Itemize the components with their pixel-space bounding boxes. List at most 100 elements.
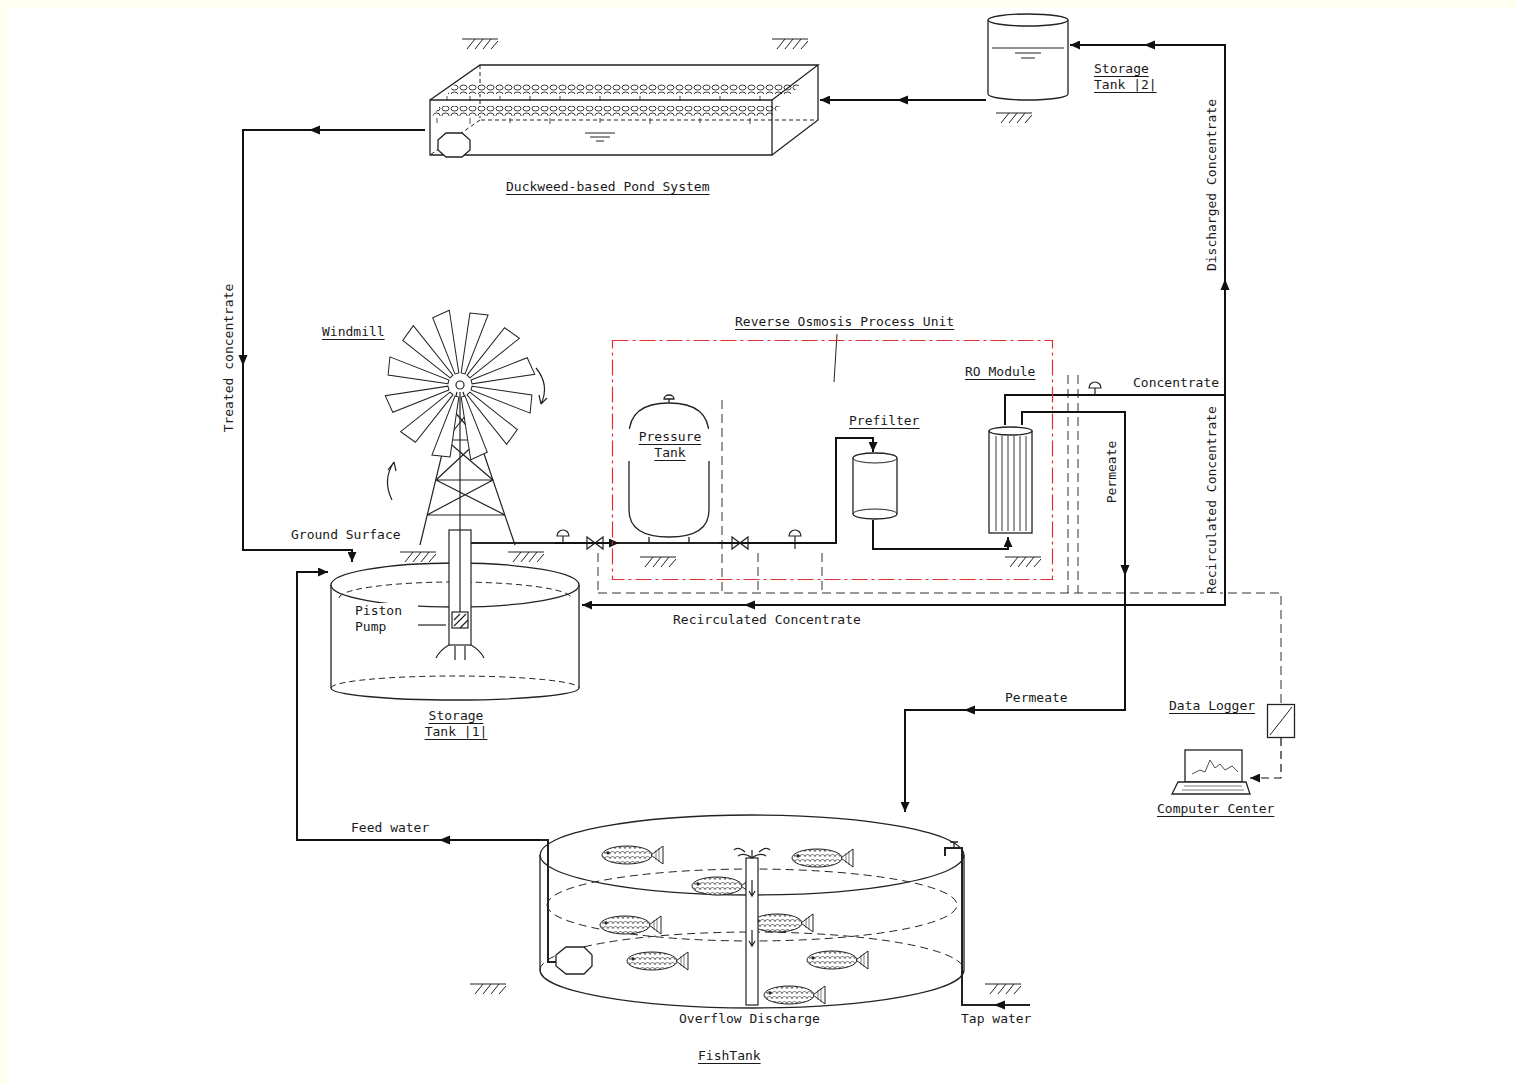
tank-name: FishTank	[697, 1048, 762, 1064]
overflow-pipe	[749, 880, 755, 946]
ground-symbol	[470, 984, 506, 994]
piston-pump-drawing	[471, 542, 555, 544]
tank-name: Storage Tank |1|	[419, 708, 493, 740]
storage-tank-drawing	[992, 48, 1064, 58]
capsule-outline	[619, 395, 719, 548]
tap-water-pipe	[945, 842, 1030, 1005]
overflow-pipe	[734, 848, 770, 1005]
ground-symbol	[985, 984, 1021, 994]
unit-heading: Reverse Osmosis Process Unit	[734, 314, 955, 330]
pipe-fitting	[557, 382, 1101, 549]
flow-pipe	[873, 520, 1008, 549]
outline-part	[989, 431, 1032, 533]
pipe-fitting	[1089, 382, 1101, 395]
flow-pipe	[820, 99, 986, 101]
piston-pump-drawing	[454, 614, 468, 628]
piston-pump-drawing	[452, 612, 468, 628]
storage-tank-drawing	[988, 14, 1068, 100]
prefilter-name: Prefilter	[848, 413, 920, 429]
computer-name: Computer Center	[1156, 801, 1275, 817]
data-logger: Data Logger	[1267, 704, 1295, 738]
fish	[807, 951, 868, 969]
outline-part	[649, 537, 689, 544]
flow-label: Permeate	[1004, 690, 1069, 706]
ground-label: Ground Surface	[290, 527, 402, 543]
sensor-signal-line	[598, 593, 1281, 704]
outline-part	[664, 395, 674, 403]
pond-drawing	[430, 65, 818, 155]
logger-name: Data Logger	[1168, 698, 1256, 714]
outline-part	[1172, 782, 1250, 794]
module-name: RO Module	[964, 364, 1036, 380]
fish	[752, 914, 813, 932]
flow-pipe	[582, 395, 1225, 605]
piston-pump-drawing	[418, 624, 446, 625]
duckweed-pond: Duckweed-based Pond System	[425, 62, 820, 160]
pond-drawing	[430, 65, 818, 157]
ground-symbol	[508, 552, 544, 562]
fish	[600, 916, 661, 934]
fish-tank-drawing	[540, 855, 964, 1008]
ground-symbol	[400, 552, 436, 562]
leader-line	[834, 334, 837, 382]
computer-center: Computer Center	[1150, 748, 1250, 798]
pond-drawing	[438, 133, 470, 157]
windmill-drawing	[385, 310, 547, 545]
outline-part	[989, 427, 1032, 435]
outline-part	[1182, 786, 1244, 790]
pipe-fitting	[789, 530, 801, 549]
flow-label: Recirculated Concentrate	[672, 612, 862, 628]
prefilter: Prefilter	[850, 452, 900, 520]
outline-part	[1268, 705, 1295, 738]
flow-pipe	[905, 412, 1125, 812]
outline-part	[996, 436, 1026, 531]
piston-pump-drawing	[418, 392, 555, 660]
flow-label: Permeate	[1104, 440, 1120, 505]
pump-label: Piston Pump	[354, 603, 418, 635]
fish	[602, 846, 663, 864]
pond-drawing	[430, 65, 818, 155]
ground-symbol	[772, 39, 808, 49]
windmill-drawing	[387, 462, 396, 500]
outline-part	[1270, 707, 1292, 735]
outline-part	[613, 341, 1053, 580]
tap-water-pipe	[950, 842, 958, 848]
tank-name: Storage Tank |2|	[1093, 61, 1170, 93]
ground-symbol	[640, 557, 676, 567]
pond-drawing	[585, 133, 615, 141]
outline-part	[1192, 760, 1238, 774]
outline-part	[853, 458, 897, 514]
drawing-ground	[8, 8, 1515, 1084]
flow-label: Treated concentrate	[221, 283, 237, 434]
windmill-name: Windmill	[321, 324, 386, 340]
pond-name: Duckweed-based Pond System	[505, 179, 711, 195]
logger-outline	[1267, 704, 1295, 738]
windmill-drawing	[456, 381, 464, 389]
flow-label: Recirculated Concentrate	[1204, 405, 1220, 595]
overflow-pipe	[734, 848, 770, 858]
leader-line	[834, 334, 837, 382]
pressure-tank: Pressure Tank	[619, 395, 719, 548]
fish	[764, 986, 825, 1004]
outline-part	[1185, 750, 1242, 782]
ro-module: RO Module	[986, 425, 1035, 537]
flow-label: Discharged Concentrate	[1204, 98, 1220, 272]
fish	[692, 877, 753, 895]
outline-part	[853, 453, 897, 519]
cyl-outline	[850, 452, 900, 520]
ground-symbol	[462, 39, 498, 49]
flow-arrow	[239, 41, 1230, 1010]
piston-pump-drawing	[436, 645, 484, 660]
inlet-label: Tap water	[960, 1011, 1032, 1027]
windmill-drawing	[432, 310, 466, 376]
flow-label: Feed water	[350, 820, 430, 836]
overflow-pipe	[746, 858, 758, 1005]
piston-pump-drawing	[459, 392, 460, 620]
storage-tank-drawing	[988, 14, 1068, 26]
pond-drawing	[432, 106, 780, 116]
storage-tank-drawing	[988, 20, 1068, 100]
laptop-outline	[1150, 748, 1250, 798]
flow-label: Concentrate	[1132, 375, 1220, 391]
